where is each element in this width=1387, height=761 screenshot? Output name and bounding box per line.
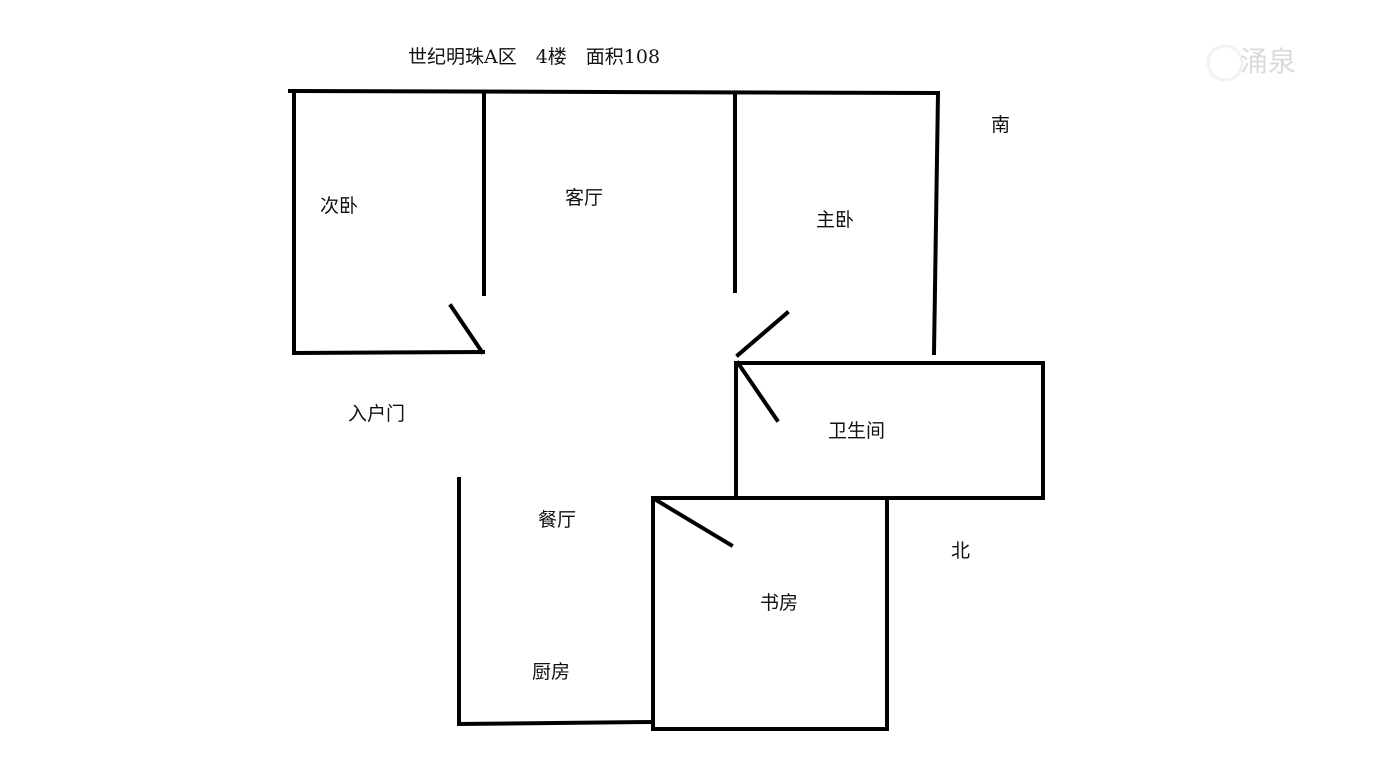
study-walls xyxy=(651,496,889,731)
room-label-kitchen: 厨房 xyxy=(532,661,571,683)
watermark-text: 涌泉 xyxy=(1240,45,1297,78)
master-bedroom-door xyxy=(735,310,790,358)
kitchen-wall xyxy=(457,477,655,727)
room-label-second-bedroom: 次卧 xyxy=(320,195,359,217)
watermark-logo-icon xyxy=(1206,44,1244,82)
room-label-dining-room: 餐厅 xyxy=(538,509,577,531)
label-entrance: 入户门 xyxy=(348,403,406,425)
bathroom-door xyxy=(735,360,780,423)
direction-north: 北 xyxy=(951,540,971,562)
plan-title: 世纪明珠A区 4楼 面积108 xyxy=(408,46,661,68)
second-bedroom-door xyxy=(448,303,485,355)
bathroom-walls xyxy=(734,361,1045,500)
outer-wall-top xyxy=(287,88,941,356)
room-label-study: 书房 xyxy=(760,592,799,614)
study-door xyxy=(653,497,734,548)
second-bedroom-wall xyxy=(292,91,486,356)
room-label-living-room: 客厅 xyxy=(565,187,604,209)
room-label-master-bedroom: 主卧 xyxy=(816,209,855,231)
direction-south: 南 xyxy=(991,114,1011,136)
room-label-bathroom: 卫生间 xyxy=(828,420,886,442)
